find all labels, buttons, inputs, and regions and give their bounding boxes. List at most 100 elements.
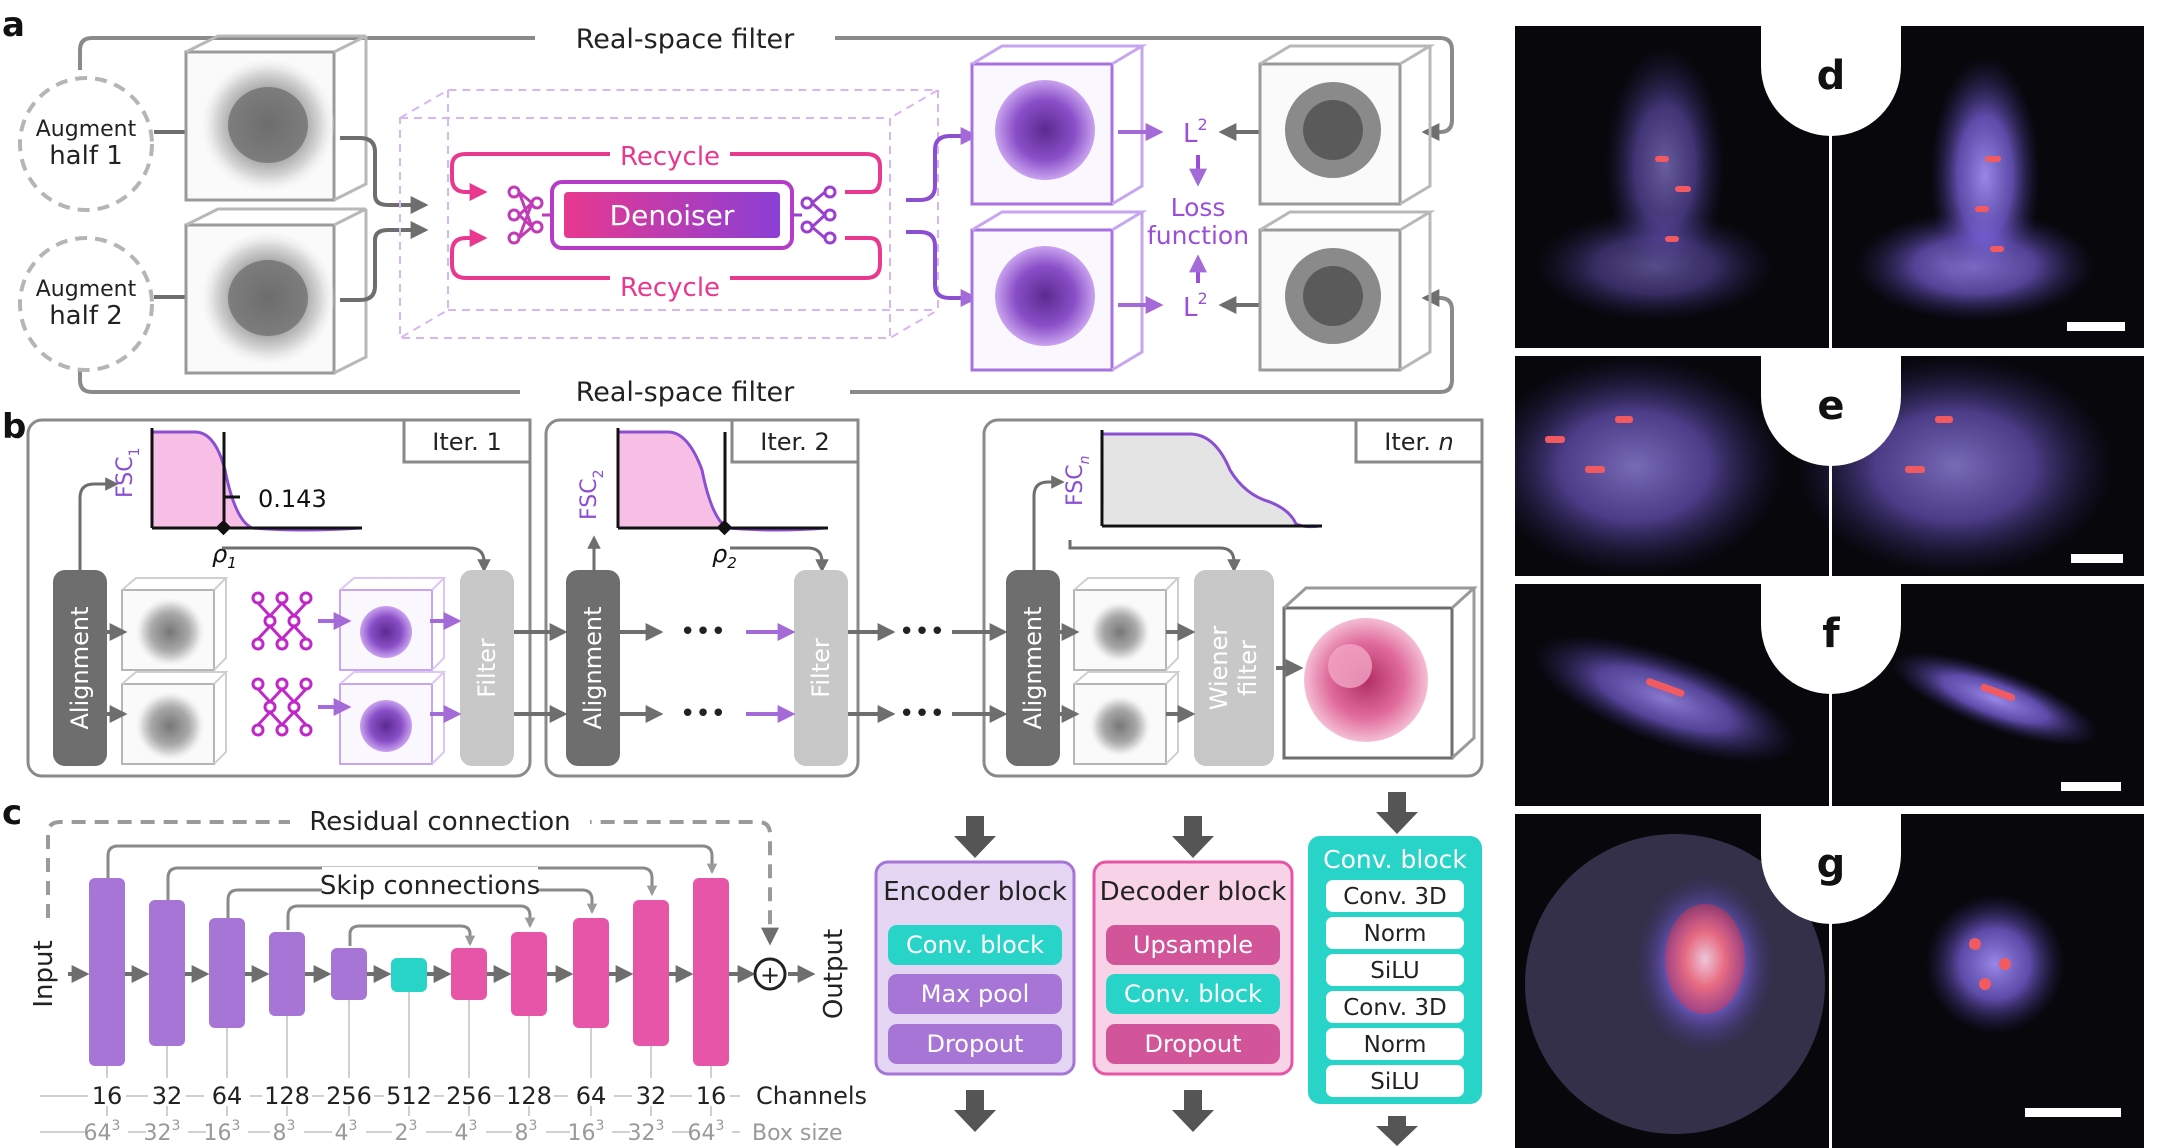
alignment-block-2 xyxy=(566,570,620,766)
residual-connection-line xyxy=(46,820,779,946)
box-3: 83 xyxy=(273,1118,296,1146)
box-7-exp: 3 xyxy=(529,1118,538,1134)
box-2-exp: 3 xyxy=(232,1118,241,1134)
unet-bar-dec-256 xyxy=(451,948,487,1000)
fsc1-from-alignment xyxy=(78,477,119,570)
half-map-cube-1 xyxy=(184,34,368,202)
filter-block-2 xyxy=(794,570,848,766)
augment-half1-circle xyxy=(18,76,154,212)
box-1-base: 32 xyxy=(144,1121,172,1146)
map-g-scalebar xyxy=(2025,1108,2121,1117)
boxsize-label: Box size xyxy=(752,1121,843,1146)
fscn-to-wiener xyxy=(1068,540,1241,573)
b-gray-cube-1b xyxy=(121,671,229,765)
fsc-plot-1 xyxy=(150,428,362,536)
channel-6: 256 xyxy=(446,1082,492,1110)
box-10: 643 xyxy=(688,1118,725,1146)
conv-item-0: Conv. 3D xyxy=(1343,884,1447,910)
fscn-label: FSCn xyxy=(1063,456,1093,506)
residual-text: Residual connection xyxy=(309,807,570,837)
map-d-scalebar xyxy=(2067,322,2125,331)
unet-bars xyxy=(89,878,729,1066)
map-panel-g: g xyxy=(1515,814,2144,1148)
l2-bottom-base: L xyxy=(1183,293,1198,323)
rs-filter-loop-top xyxy=(78,36,1454,141)
box-6-base: 4 xyxy=(455,1121,469,1146)
box-3-base: 8 xyxy=(273,1121,287,1146)
augment-half2-l1: Augment xyxy=(36,277,137,302)
l2-top-text: L2 xyxy=(1183,115,1208,149)
conv-item-2-bg xyxy=(1326,954,1464,986)
box-5: 23 xyxy=(395,1118,418,1146)
ellipsis-1b: ••• xyxy=(680,699,726,729)
recycle-top-text: Recycle xyxy=(620,142,720,172)
decoder-item-0-bg xyxy=(1106,925,1280,965)
rho1-sub: 1 xyxy=(227,554,237,572)
ellipsis-2a: ••• xyxy=(899,617,945,647)
alignment-text-n: Alignment xyxy=(1019,607,1047,730)
conv-item-1: Norm xyxy=(1364,921,1427,947)
arrow-denoiser-out1 xyxy=(906,127,979,202)
box-8-base: 16 xyxy=(568,1121,596,1146)
box-0-exp: 3 xyxy=(112,1118,121,1134)
b-flow-arrows xyxy=(107,612,1196,723)
target-cube-1 xyxy=(1258,44,1436,206)
ellipsis-1a: ••• xyxy=(680,617,726,647)
rho2-base: ρ xyxy=(712,540,727,568)
itern-label: Iter. n xyxy=(1384,428,1453,456)
augment-half2-l2: half 2 xyxy=(49,301,123,331)
encoder-item-2-bg xyxy=(888,1024,1062,1064)
box-2: 163 xyxy=(204,1118,241,1146)
map-e-scalebar xyxy=(2071,554,2123,563)
box-5-base: 2 xyxy=(395,1121,409,1146)
panel-label-c: c xyxy=(2,793,22,833)
channel-10: 16 xyxy=(696,1082,727,1110)
encoder-item-0: Conv. block xyxy=(906,931,1044,959)
recycle-bottom-text: Recycle xyxy=(620,273,720,303)
decoder-title: Decoder block xyxy=(1100,877,1287,907)
conv-item-0-bg xyxy=(1326,880,1464,912)
filter-text-2: Filter xyxy=(807,638,835,698)
denoised-cube-2 xyxy=(970,210,1148,372)
loss-text-l1: Loss xyxy=(1171,193,1226,222)
wiener-block xyxy=(1194,570,1274,766)
half-map-cube-2 xyxy=(184,207,368,375)
denoiser-text: Denoiser xyxy=(610,199,735,232)
decoder-item-2: Dropout xyxy=(1144,1030,1241,1058)
map-f-label: f xyxy=(1761,584,1901,694)
map-g-label: g xyxy=(1761,814,1901,924)
box-1-exp: 3 xyxy=(172,1118,181,1134)
rs-filter-bottom-bg xyxy=(520,374,850,410)
iter2-label: Iter. 2 xyxy=(760,428,829,456)
unet-bar-enc-32 xyxy=(149,900,185,1046)
box-0-base: 64 xyxy=(84,1121,112,1146)
box-5-exp: 3 xyxy=(409,1118,418,1134)
map-f-scalebar xyxy=(2061,782,2121,791)
b-network-icon-1 xyxy=(251,591,313,651)
b-gray-cube-nb xyxy=(1073,671,1181,765)
denoised-cube-1 xyxy=(970,44,1148,206)
map-d-divider xyxy=(1829,26,1832,348)
conv-item-5-bg xyxy=(1326,1065,1464,1097)
l2-bottom-sup: 2 xyxy=(1198,289,1208,308)
arrow-cube2-denoiser xyxy=(340,221,429,302)
box-6: 43 xyxy=(455,1118,478,1146)
box-4-exp: 3 xyxy=(349,1118,358,1134)
panel-label-b: b xyxy=(2,407,26,447)
denoiser-network-icon-right xyxy=(792,185,837,245)
channel-labels: 16 32 64 128 256 512 256 128 64 32 16 xyxy=(88,1078,730,1110)
alignment-block-n xyxy=(1006,570,1060,766)
threshold-value: 0.143 xyxy=(258,485,327,513)
channel-7: 128 xyxy=(506,1082,552,1110)
fsc-plot-2 xyxy=(616,428,828,536)
rs-filter-bottom-text: Real-space filter xyxy=(576,377,795,408)
output-text: Output xyxy=(819,929,849,1019)
box-7: 83 xyxy=(515,1118,538,1146)
residual-bg xyxy=(290,802,590,838)
iter1-label: Iter. 1 xyxy=(432,428,501,456)
box-9: 323 xyxy=(628,1118,665,1146)
unet-bar-enc-16 xyxy=(89,878,125,1066)
loss-text-l2: function xyxy=(1147,221,1249,250)
block-down-arrows xyxy=(954,792,1418,1146)
